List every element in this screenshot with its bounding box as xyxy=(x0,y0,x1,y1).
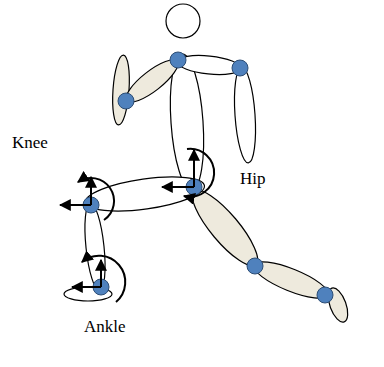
joint-label: Knee xyxy=(12,134,48,151)
joint-label: Hip xyxy=(240,170,266,187)
joint-label: Ankle xyxy=(84,318,126,335)
